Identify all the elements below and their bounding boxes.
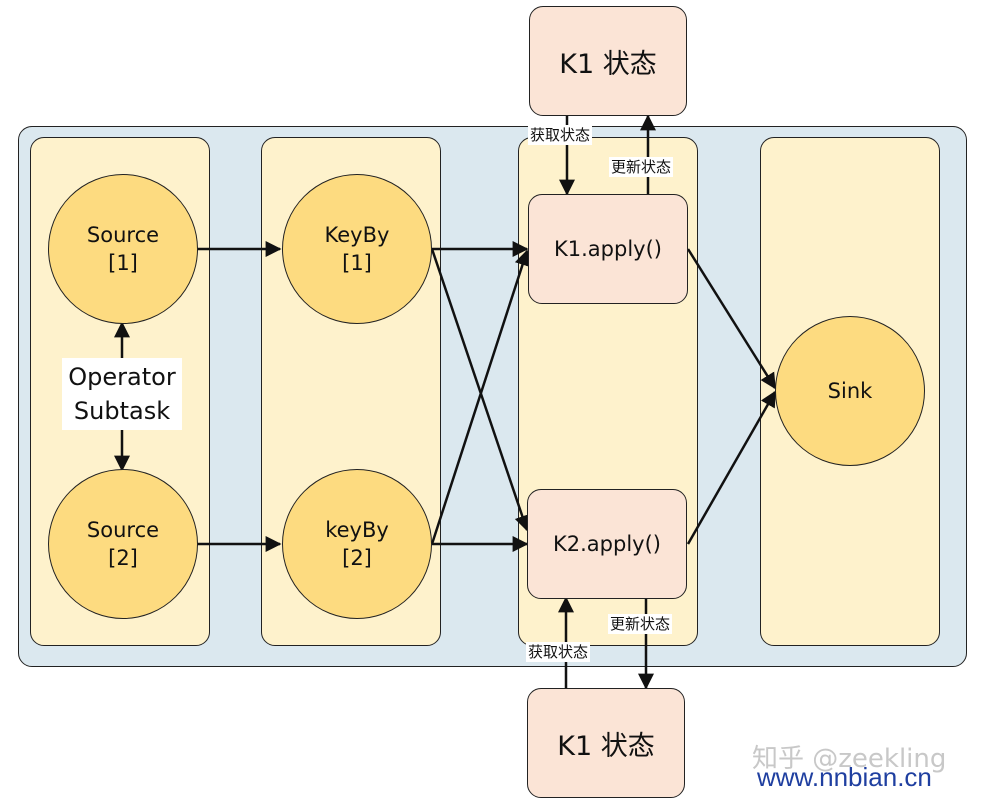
keyby-2-index: [2] (342, 546, 372, 570)
source-1-index: [1] (108, 251, 138, 275)
source-2-index: [2] (108, 546, 138, 570)
source-2-node: Source [2] (48, 469, 198, 619)
top-get-state-label: 获取状态 (528, 125, 593, 145)
site-watermark: www.nnbian.cn (757, 762, 932, 792)
k2-apply-label: K2.apply() (553, 532, 661, 556)
zhihu-watermark: 知乎 @zeekling (752, 744, 947, 774)
top-state-label: K1 状态 (559, 48, 657, 80)
source-1-node: Source [1] (48, 174, 198, 324)
bottom-state-box: K1 状态 (527, 688, 685, 798)
edge-keyby2-k1 (430, 249, 531, 545)
keyby-1-index: [1] (342, 251, 372, 275)
bottom-state-label: K1 状态 (557, 730, 655, 762)
top-state-box: K1 状态 (529, 6, 687, 116)
edge-keyby1-k2 (430, 248, 530, 532)
top-update-state-label: 更新状态 (609, 157, 674, 177)
operator-label-line2: Subtask (73, 397, 171, 425)
operator-label-line1: Operator (68, 363, 176, 391)
source-1-name: Source (86, 223, 160, 247)
sink-node: Sink (775, 316, 925, 466)
sink-name: Sink (827, 379, 873, 403)
edge-k1-sink (686, 248, 777, 390)
k2-apply-box: K2.apply() (527, 489, 687, 599)
source-2-name: Source (86, 518, 160, 542)
operator-subtask-label: Operator Subtask (62, 358, 182, 430)
keyby-1-node: KeyBy [1] (282, 174, 432, 324)
bottom-update-state-label: 更新状态 (608, 614, 673, 634)
keyby-2-name: keyBy (325, 518, 389, 542)
keyby-1-name: KeyBy (324, 223, 390, 247)
k1-apply-label: K1.apply() (554, 237, 662, 261)
keyby-2-node: keyBy [2] (282, 469, 432, 619)
edge-k2-sink (686, 390, 777, 545)
k1-apply-box: K1.apply() (528, 194, 688, 304)
bottom-get-state-label: 获取状态 (526, 642, 591, 662)
